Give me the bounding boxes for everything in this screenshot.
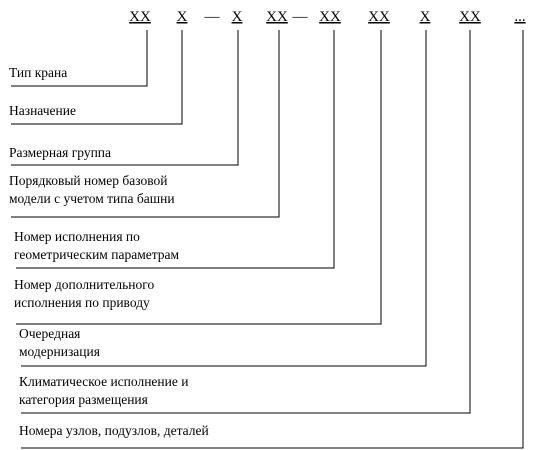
leader-line-3	[11, 30, 239, 166]
code-token-part-numbers: XX	[459, 9, 481, 25]
leader-lines	[11, 30, 524, 449]
field-label-crane-type: Тип крана	[9, 65, 68, 80]
code-token-base-model: XX	[266, 9, 288, 25]
code-token-dash: —	[292, 9, 309, 25]
code-token-size-group: X	[232, 9, 243, 25]
code-token-part-numbers-ellipsis: ...	[514, 9, 525, 25]
leader-line-5	[16, 30, 335, 269]
field-label-part-numbers: Номера узлов, подузлов, деталей	[19, 423, 209, 438]
field-label-climatic-version: Климатическое исполнение и категория раз…	[19, 374, 189, 407]
leader-line-8	[21, 30, 471, 414]
leader-line-7	[21, 30, 427, 367]
leader-line-1	[11, 30, 148, 87]
code-token-crane-type: XX	[129, 9, 151, 25]
field-label-size-group: Размерная группа	[9, 145, 112, 160]
field-label-purpose: Назначение	[9, 103, 76, 118]
code-token-drive-version: XX	[368, 9, 390, 25]
leader-line-2	[11, 30, 183, 125]
field-label-modernization: Очередная модернизация	[19, 326, 100, 359]
leader-line-4	[11, 30, 280, 218]
field-label-drive-version: Номер дополнительного исполнения по прив…	[14, 277, 155, 310]
code-token-purpose: X	[177, 9, 188, 25]
field-label-base-model-number: Порядковый номер базовой модели с учетом…	[9, 173, 175, 206]
leader-line-9	[21, 30, 524, 449]
leader-line-6	[16, 30, 382, 325]
code-token-dash: —	[204, 9, 221, 25]
field-label-geometry-version: Номер исполнения по геометрическим парам…	[14, 229, 180, 262]
code-token-geometry-version: XX	[319, 9, 341, 25]
code-token-climatic-version: X	[420, 9, 431, 25]
